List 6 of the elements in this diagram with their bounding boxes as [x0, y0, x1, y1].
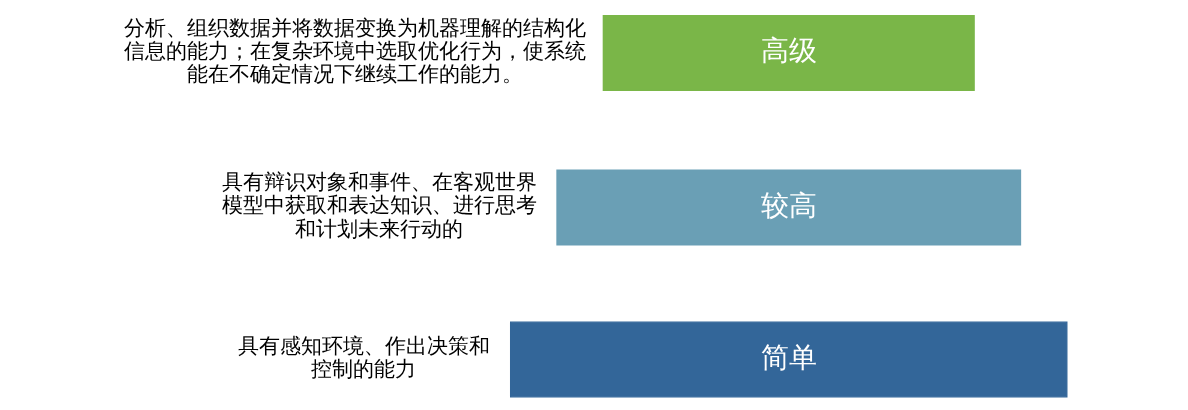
- node-box: 高级: [602, 15, 975, 92]
- node-box: 较高: [556, 169, 1022, 246]
- node-box: 简单: [510, 321, 1068, 398]
- node-label: 具有辩识对象和事件、在客观世界模型中获取和表达知识、进行思考和计划未来行动的: [221, 170, 537, 241]
- node-label: 分析、组织数据并将数据变换为机器理解的结构化信息的能力；在复杂环境中选取优化行为，使系统能在不确定情况下继续工作的能力。: [123, 15, 586, 87]
- node-label: 具有感知环境、作出决策和控制的能力: [237, 333, 490, 381]
